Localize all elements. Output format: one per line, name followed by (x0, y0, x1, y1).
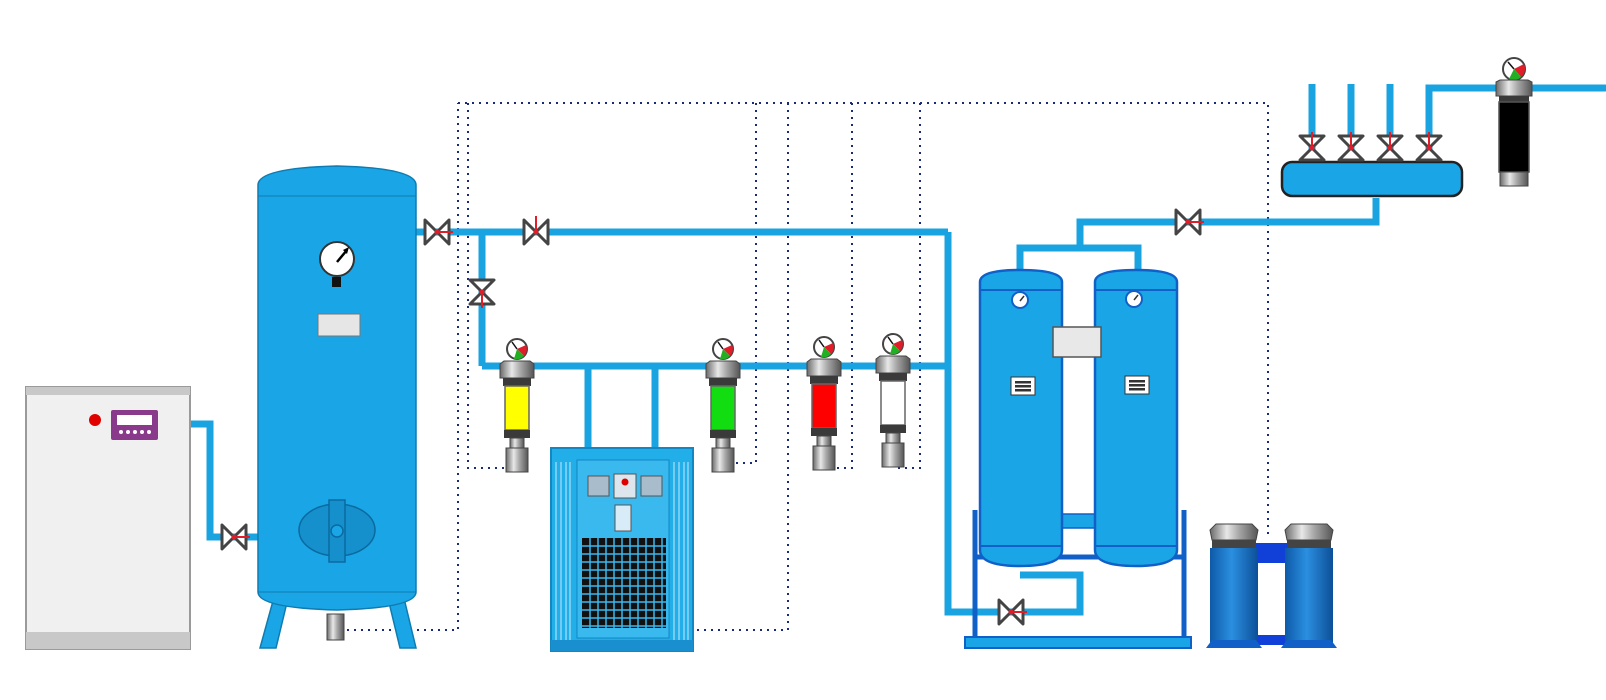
differential-gauge-icon (712, 338, 734, 360)
filter-element (710, 385, 736, 431)
drain-line-filter-2 (728, 103, 757, 464)
filter-group (499, 333, 911, 473)
nameplate (317, 313, 361, 337)
valve-icon[interactable] (1415, 132, 1443, 162)
differential-gauge-icon (1502, 57, 1526, 81)
filter-3 (806, 336, 842, 471)
valve-icon[interactable] (997, 598, 1027, 626)
dryer-panel-center (613, 473, 637, 499)
valve-icon[interactable] (468, 278, 496, 308)
filter-element (880, 380, 906, 426)
differential-gauge-icon (506, 338, 528, 360)
valve-icon[interactable] (423, 218, 453, 246)
dryer-panel-right (640, 475, 663, 497)
gauge-icon (1011, 291, 1029, 309)
drain-line-tank (340, 103, 459, 631)
valve-icon[interactable] (522, 216, 550, 246)
drain-line-filter-1 (467, 103, 512, 469)
valve-icon[interactable] (1337, 132, 1365, 162)
drain-line-filter-3 (830, 103, 853, 469)
pipe-to-adsorption (944, 232, 1084, 616)
pipe-adsorption-out (1076, 198, 1380, 248)
control-box (1052, 326, 1102, 358)
valve-icon[interactable] (220, 523, 250, 551)
pressure-gauge-icon (319, 241, 355, 287)
carbon-tower-group (1206, 523, 1337, 648)
valve-icon[interactable] (1174, 208, 1204, 236)
air-receiver-tank (257, 165, 417, 649)
condenser-grille (582, 538, 666, 628)
controller-display (111, 410, 158, 440)
pipes (190, 84, 1606, 616)
adsorption-tower-right (1093, 268, 1179, 568)
adsorption-dryer (964, 268, 1192, 649)
filter-element (811, 383, 837, 429)
valve-icon[interactable] (1376, 132, 1404, 162)
carbon-tower-right (1281, 523, 1337, 648)
refrigerated-dryer (550, 447, 694, 652)
filter-2 (705, 338, 741, 473)
dryer-panel-left (587, 475, 610, 497)
pipe-compressor-to-tank (190, 420, 260, 541)
outlet-filter (1495, 57, 1533, 187)
label-plate (1010, 376, 1036, 396)
drain-line-filter-4 (898, 103, 921, 469)
filter-4 (875, 333, 911, 468)
drain-line-dryer (690, 103, 789, 631)
manhole (298, 499, 376, 563)
drain-lines (340, 102, 1269, 631)
dryer-label (614, 504, 632, 532)
filter-element (504, 385, 530, 431)
filter-1 (499, 338, 535, 473)
distribution-manifold (1280, 160, 1464, 198)
gauge-icon (1125, 290, 1143, 308)
tank-drain-valve (326, 613, 345, 641)
differential-gauge-icon (882, 333, 904, 355)
differential-gauge-icon (813, 336, 835, 358)
valve-icon[interactable] (1298, 132, 1326, 162)
carbon-tower-left (1206, 523, 1262, 648)
label-plate (1124, 375, 1150, 395)
valve-group (220, 132, 1443, 626)
pipe-adsorption-top (1016, 244, 1142, 272)
air-compressor (25, 386, 191, 650)
indicator-light (89, 414, 101, 426)
adsorption-tower-left (978, 268, 1064, 568)
